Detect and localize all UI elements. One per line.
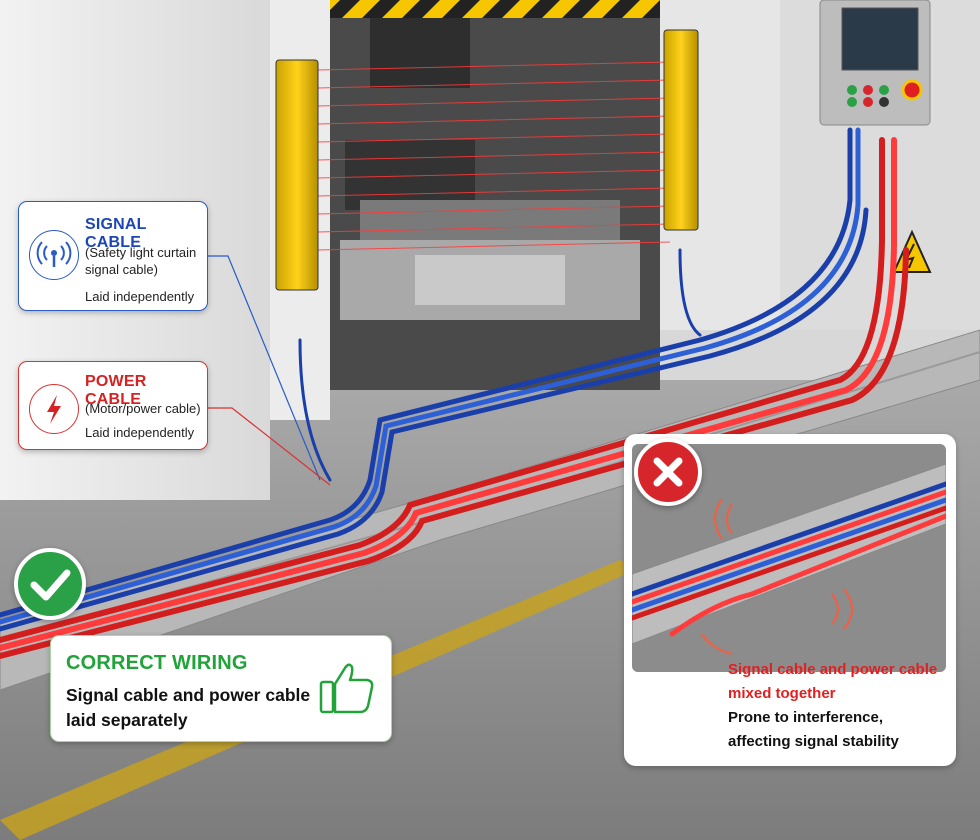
thumbs-up-icon [319,658,377,718]
signal-cable-callout: SIGNAL CABLE (Safety light curtain signa… [18,201,208,311]
power-cable-title: POWER CABLE [85,373,147,408]
correct-wiring-panel: CORRECT WIRING Signal cable and power ca… [50,635,392,742]
power-cables [0,137,909,659]
light-curtain-right [663,29,699,231]
lightning-icon [29,384,79,434]
interference-waves [701,498,853,655]
control-screen [841,7,919,71]
press-ram [370,18,470,88]
power-cable-note: Laid independently [85,425,195,440]
mixed-wiring-warning: Signal cable and power cable mixed toget… [728,661,938,702]
hazard-stripe [330,0,660,18]
mixed-wiring-consequence: Prone to interference, affecting signal … [728,709,899,750]
power-cable-subtitle: (Motor/power cable) [85,401,201,416]
mixed-cables-illustration [632,444,946,672]
wrong-wiring-panel: Signal cable and power cable mixed toget… [624,434,956,766]
signal-cable-title: SIGNAL CABLE [85,216,147,251]
checkmark-icon [14,548,86,620]
antenna-icon [29,230,79,280]
correct-wiring-title: CORRECT WIRING [66,652,248,674]
leader-lines [208,255,331,486]
signal-cable-subtitle: (Safety light curtain signal cable) [85,245,197,277]
power-cable-callout: POWER CABLE (Motor/power cable) Laid ind… [18,361,208,450]
control-buttons [847,79,923,107]
light-curtain-left [275,59,319,291]
light-curtain-beams [317,61,671,251]
signal-cables [0,127,869,632]
correct-wiring-text: Signal cable and power cable laid separa… [66,685,311,730]
emergency-stop-icon [901,79,923,101]
cross-icon [634,438,702,506]
signal-cable-note: Laid independently [85,289,195,304]
